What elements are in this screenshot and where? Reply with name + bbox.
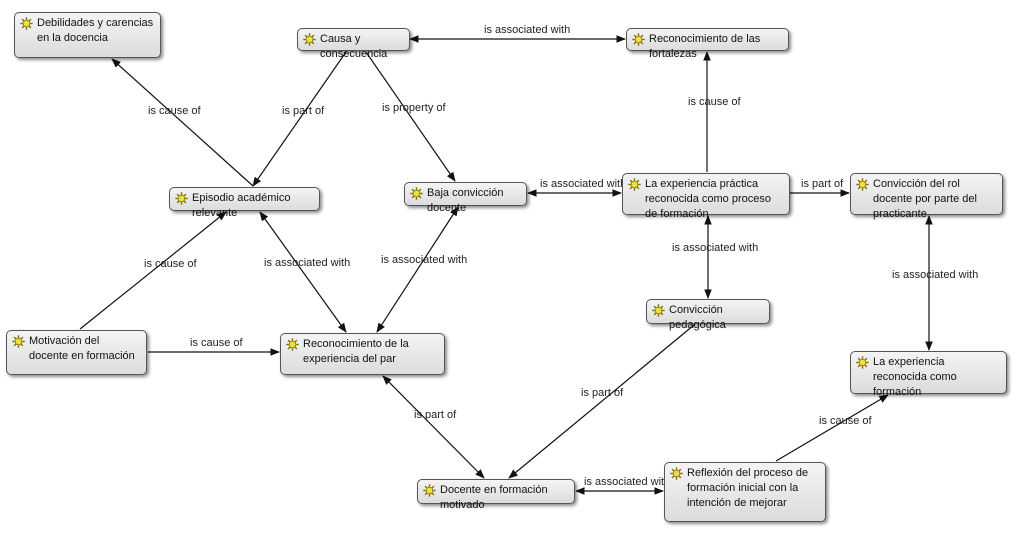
edge-pedagogica-docente	[508, 324, 695, 479]
edge-par-docente	[382, 375, 485, 479]
node-baja-conviccion[interactable]: Baja convicción docente	[404, 182, 527, 214]
node-label: Reflexión del proceso de formación inici…	[687, 467, 809, 509]
edge-label: is cause of	[190, 337, 244, 349]
node-label: La experiencia reconocida como formación	[873, 356, 957, 398]
edge-label: is cause of	[148, 105, 202, 117]
node-reflexion-proceso[interactable]: Reflexión del proceso de formación inici…	[664, 462, 826, 522]
node-experiencia-practica[interactable]: La experiencia práctica reconocida como …	[622, 173, 790, 220]
sun-concept-icon	[628, 178, 641, 191]
edge-label: is part of	[282, 105, 325, 117]
edge-label: is part of	[581, 387, 624, 399]
edge-reflexion-formacion	[775, 394, 889, 462]
sun-concept-icon	[410, 187, 423, 200]
edge-label: is associated with	[540, 178, 626, 190]
edge-label: is part of	[414, 409, 457, 421]
node-experiencia-formacion[interactable]: La experiencia reconocida como formación	[850, 351, 1007, 398]
node-label: Reconocimiento de la experiencia del par	[303, 338, 409, 365]
edge-motivacion-episodio	[79, 211, 227, 330]
edge-episodio-debilidades	[111, 58, 254, 187]
sun-concept-icon	[670, 467, 683, 480]
sun-concept-icon	[175, 192, 188, 205]
node-label: Convicción del rol docente por parte del…	[873, 178, 977, 220]
node-conviccion-pedagogica[interactable]: Convicción pedagógica	[646, 299, 770, 331]
sun-concept-icon	[856, 356, 869, 369]
node-debilidades-carencias[interactable]: Debilidades y carencias en la docencia	[14, 12, 161, 58]
node-label: Reconocimiento de las fortalezas	[649, 33, 761, 60]
edge-label: is associated with	[381, 254, 467, 266]
sun-concept-icon	[303, 33, 316, 46]
edge-label: is associated with	[892, 269, 978, 281]
node-label: Episodio académico relevante	[192, 192, 291, 219]
sun-concept-icon	[632, 33, 645, 46]
node-motivacion-docente[interactable]: Motivación del docente en formación	[6, 330, 147, 375]
edge-label: is property of	[382, 102, 447, 114]
node-causa-consecuencia[interactable]: Causa y consecuencia	[297, 28, 410, 60]
edge-label: is part of	[801, 178, 844, 190]
node-label: Baja convicción docente	[427, 187, 504, 214]
node-label: Debilidades y carencias en la docencia	[37, 17, 154, 44]
edge-par-baja	[376, 206, 459, 333]
edge-episodio-par	[259, 211, 347, 333]
node-episodio-academico[interactable]: Episodio académico relevante	[169, 187, 320, 219]
edge-episodio-causa	[252, 51, 347, 187]
edge-label: is cause of	[144, 258, 198, 270]
node-label: Convicción pedagógica	[669, 304, 726, 331]
node-label: Motivación del docente en formación	[29, 335, 135, 362]
node-label: Causa y consecuencia	[320, 33, 388, 60]
sun-concept-icon	[856, 178, 869, 191]
node-reconocimiento-par[interactable]: Reconocimiento de la experiencia del par	[280, 333, 445, 375]
sun-concept-icon	[286, 338, 299, 351]
node-label: Docente en formación motivado	[440, 484, 548, 511]
sun-concept-icon	[12, 335, 25, 348]
sun-concept-icon	[652, 304, 665, 317]
node-label: La experiencia práctica reconocida como …	[645, 178, 771, 220]
edge-label: is associated with	[584, 476, 670, 488]
edge-baja-causa	[365, 51, 456, 182]
node-docente-motivado[interactable]: Docente en formación motivado	[417, 479, 575, 511]
sun-concept-icon	[20, 17, 33, 30]
edge-label: is associated with	[264, 257, 350, 269]
edge-label: is cause of	[819, 415, 873, 427]
edge-label: is associated with	[672, 242, 758, 254]
edge-label: is cause of	[688, 96, 742, 108]
node-reconocimiento-fortalezas[interactable]: Reconocimiento de las fortalezas	[626, 28, 789, 60]
edge-label: is associated with	[484, 24, 570, 36]
node-conviccion-rol[interactable]: Convicción del rol docente por parte del…	[850, 173, 1003, 220]
sun-concept-icon	[423, 484, 436, 497]
